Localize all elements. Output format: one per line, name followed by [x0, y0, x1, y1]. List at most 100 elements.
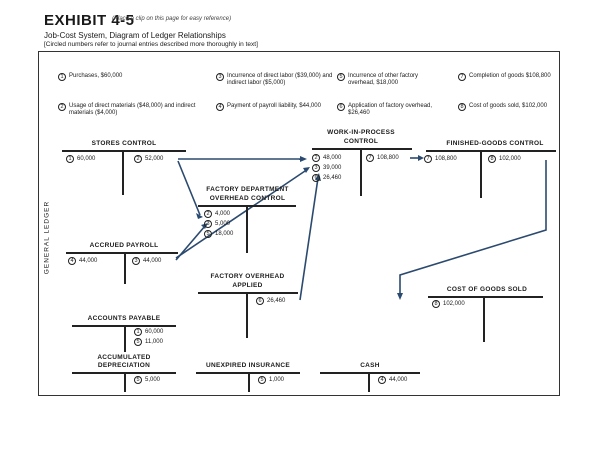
entry-number-badge: 7: [424, 155, 432, 163]
entry-number-badge: 5: [337, 73, 345, 81]
entry-number-badge: 2: [204, 210, 212, 218]
cash-t-stem: [368, 372, 370, 392]
finished-goods-t-stem: [480, 150, 482, 198]
entry-amount: 4,000: [215, 211, 231, 217]
accrued-payroll-title: ACCRUED PAYROLL: [89, 242, 159, 249]
entry-amount: 5,000: [215, 221, 231, 227]
entry-number-badge: 2: [134, 155, 142, 163]
note-text: Completion of goods $108,800: [469, 73, 551, 79]
overhead-applied-title-line1: FACTORY OVERHEAD: [210, 273, 285, 280]
entry-amount: 5,000: [145, 377, 161, 383]
payroll-credit-entry: 3 44,000: [132, 257, 161, 265]
note-1: 1 Purchases, $60,000: [58, 73, 208, 81]
note-6: 6 Application of factory overhead, $26,4…: [337, 103, 442, 117]
exhibit-subtitle: Job-Cost System, Diagram of Ledger Relat…: [44, 31, 226, 40]
unexpired-insurance-title: UNEXPIRED INSURANCE: [205, 362, 291, 369]
wip-credit-entry: 7 108,800: [366, 154, 399, 162]
entry-number-badge: 4: [68, 257, 76, 265]
note-text: Payment of payroll liability, $44,000: [227, 103, 321, 109]
stores-debit-entry: 1 60,000: [66, 155, 95, 163]
entry-number-badge: 4: [378, 376, 386, 384]
note-text: Purchases, $60,000: [69, 73, 123, 79]
wip-debit-entry: 6 26,460: [312, 174, 341, 182]
overhead-control-title-line2: OVERHEAD CONTROL: [209, 195, 286, 202]
entry-number-badge: 6: [312, 174, 320, 182]
note-7: 7 Completion of goods $108,800: [458, 73, 554, 81]
finished-goods-t-bar: [426, 150, 556, 152]
entry-number-badge: 5: [134, 376, 142, 384]
stores-credit-entry: 2 52,000: [134, 155, 163, 163]
entry-number-badge: 6: [256, 297, 264, 305]
accum-dep-title-line2: DEPRECIATION: [97, 362, 151, 369]
ap-credit-entry: 1 60,000: [134, 328, 163, 336]
entry-number-badge: 5: [134, 338, 142, 346]
cogs-debit-entry: 8 102,000: [432, 300, 465, 308]
entry-amount: 26,460: [323, 175, 342, 181]
finished-goods-title: FINISHED-GOODS CONTROL: [446, 140, 544, 147]
exhibit-note: (Place a clip on this page for easy refe…: [112, 16, 232, 22]
cogs-t-stem: [483, 296, 485, 342]
note-8: 8 Cost of goods sold, $102,000: [458, 103, 554, 111]
exhibit-title: EXHIBIT 4-5: [44, 12, 135, 29]
entry-amount: 102,000: [499, 156, 521, 162]
wip-title-line1: WORK-IN-PROCESS: [327, 129, 395, 136]
applied-credit-entry: 6 26,460: [256, 297, 285, 305]
cogs-title: COST OF GOODS SOLD: [446, 286, 528, 293]
fg-credit-entry: 8 102,000: [488, 155, 521, 163]
cash-title: CASH: [360, 362, 380, 369]
entry-number-badge: 4: [216, 103, 224, 111]
insurance-credit-entry: 5 1,000: [258, 376, 284, 384]
entry-number-badge: 3: [216, 73, 224, 81]
fg-debit-entry: 7 108,800: [424, 155, 457, 163]
entry-number-badge: 1: [58, 73, 66, 81]
entry-number-badge: 8: [458, 103, 466, 111]
note-2: 2 Usage of direct materials ($48,000) an…: [58, 103, 208, 117]
entry-amount: 102,000: [443, 301, 465, 307]
accounts-payable-title: ACCOUNTS PAYABLE: [87, 315, 161, 322]
entry-amount: 44,000: [389, 377, 408, 383]
entry-number-badge: 3: [132, 257, 140, 265]
accum-dep-credit-entry: 5 5,000: [134, 376, 160, 384]
note-3: 3 Incurrence of direct labor ($39,000) a…: [216, 73, 334, 87]
note-text: Application of factory overhead, $26,460: [348, 103, 433, 116]
entry-number-badge: 5: [258, 376, 266, 384]
entry-number-badge: 3: [312, 164, 320, 172]
ap-credit-entry: 5 11,000: [134, 338, 163, 346]
note-4: 4 Payment of payroll liability, $44,000: [216, 103, 334, 111]
entry-number-badge: 7: [458, 73, 466, 81]
accum-dep-t-stem: [124, 372, 126, 392]
entry-amount: 48,000: [323, 155, 342, 161]
diagram-frame: [38, 51, 560, 396]
flow-line-stores-to-overhead: [177, 160, 201, 216]
entry-amount: 18,000: [215, 231, 234, 237]
entry-amount: 60,000: [77, 156, 96, 162]
flow-line-fg-to-cogs: [399, 160, 547, 296]
arrowhead: [303, 167, 310, 173]
entry-number-badge: 7: [366, 154, 374, 162]
entry-amount: 11,000: [145, 339, 163, 345]
flow-line-payroll-to-wip: [175, 168, 309, 259]
entry-number-badge: 2: [58, 103, 66, 111]
cogs-t-bar: [428, 296, 543, 298]
entry-number-badge: 3: [204, 220, 212, 228]
overhead-control-title-line1: FACTORY DEPARTMENT: [206, 186, 289, 193]
unexpired-insurance-t-stem: [248, 372, 250, 392]
note-text: Cost of goods sold, $102,000: [469, 103, 548, 109]
note-5: 5 Incurrence of other factory overhead, …: [337, 73, 442, 87]
entry-number-badge: 1: [66, 155, 74, 163]
entry-amount: 44,000: [79, 258, 98, 264]
cash-t-bar: [320, 372, 420, 374]
entry-number-badge: 8: [488, 155, 496, 163]
entry-amount: 39,000: [323, 165, 342, 171]
wip-t-stem: [360, 148, 362, 196]
entry-number-badge: 8: [432, 300, 440, 308]
overhead-debit-entry: 5 18,000: [204, 230, 233, 238]
entry-number-badge: 1: [134, 328, 142, 336]
entry-amount: 1,000: [269, 377, 285, 383]
wip-t-bar: [312, 148, 412, 150]
stores-control-t-stem: [122, 150, 124, 195]
entry-amount: 108,800: [377, 155, 399, 161]
entry-number-badge: 6: [337, 103, 345, 111]
flow-line-applied-to-wip: [299, 177, 319, 301]
